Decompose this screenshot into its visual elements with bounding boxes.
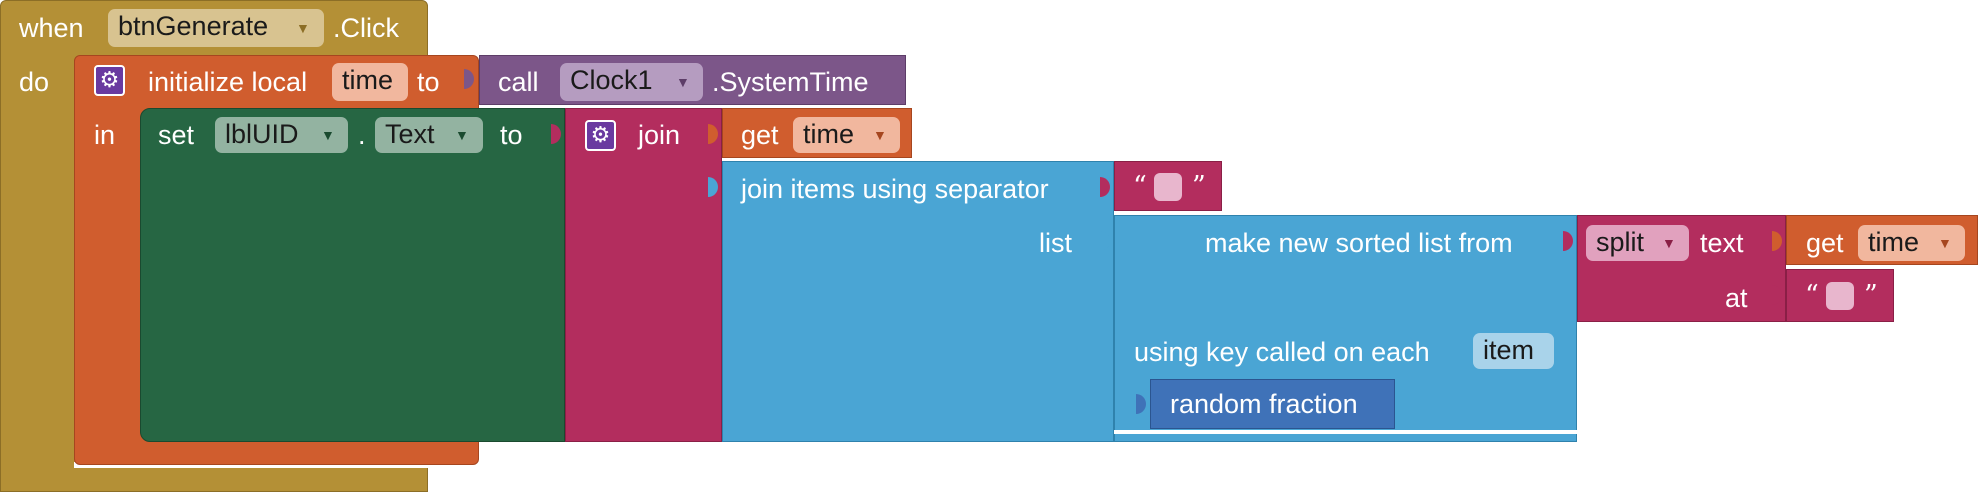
set-keyword: set [158,120,195,150]
dot-separator: . [358,120,366,150]
initialize-local-label: initialize local [148,67,308,97]
chevron-down-icon: ▼ [321,127,335,143]
connector-notch [464,69,474,89]
open-quote: “ [1133,171,1147,202]
variable-dropdown-time-2[interactable]: time ▼ [1858,225,1965,261]
connector-notch [1772,285,1782,305]
mutator-gear-icon[interactable]: ⚙ [585,120,616,151]
component-dropdown-clock1[interactable]: Clock1 ▼ [560,63,703,101]
separator-text-field[interactable] [1154,173,1182,201]
sorted-list-bottom-notch-gap [1114,430,1577,434]
to-keyword: to [500,120,523,150]
set-lbluid-text-block[interactable] [140,108,565,442]
when-keyword: when [19,13,84,43]
chevron-down-icon: ▼ [676,74,690,90]
random-fraction-block[interactable] [1150,379,1395,429]
at-keyword: at [1725,283,1748,313]
call-keyword: call [498,67,539,97]
mutator-gear-icon[interactable]: ⚙ [94,65,125,96]
connector-notch [1100,231,1110,251]
make-sorted-list-label: make new sorted list from [1205,228,1513,258]
using-key-label: using key called on each [1134,337,1430,367]
connector-notch [1100,177,1110,197]
connector-notch [708,177,718,197]
connector-notch [1563,231,1573,251]
split-mode-dropdown[interactable]: split ▼ [1586,225,1689,261]
join-text-block[interactable] [565,108,722,442]
join-items-label: join items using separator [741,174,1049,204]
get-keyword: get [1806,228,1844,258]
connector-notch [1772,231,1782,251]
random-fraction-label: random fraction [1170,389,1358,419]
item-parameter-field[interactable]: item [1473,333,1554,369]
text-keyword: text [1700,228,1744,258]
chevron-down-icon: ▼ [873,127,887,143]
chevron-down-icon: ▼ [1662,235,1676,251]
do-keyword: do [19,67,50,97]
join-label: join [638,120,681,150]
get-keyword: get [741,120,779,150]
event-name: .Click [333,13,399,43]
component-dropdown-btngenerate[interactable]: btnGenerate ▼ [108,9,324,47]
join-items-using-separator-block[interactable] [722,161,1114,442]
property-dropdown-text[interactable]: Text ▼ [375,117,483,153]
close-quote: ” [1192,171,1206,202]
component-dropdown-lbluid[interactable]: lblUID ▼ [215,117,348,153]
chevron-down-icon: ▼ [1938,235,1952,251]
close-quote: ” [1864,280,1878,311]
to-keyword: to [417,67,440,97]
connector-notch [1136,394,1146,414]
variable-dropdown-time[interactable]: time ▼ [793,117,900,153]
chevron-down-icon: ▼ [455,127,469,143]
list-keyword: list [1039,228,1072,258]
local-variable-name-field[interactable]: time [332,63,408,101]
open-quote: “ [1805,280,1819,311]
connector-notch [708,124,718,144]
connector-notch [551,124,561,144]
at-text-field[interactable] [1826,282,1854,310]
event-inner-bottom [74,462,428,468]
method-name: .SystemTime [712,67,869,97]
in-keyword: in [94,120,116,150]
chevron-down-icon: ▼ [296,20,310,36]
